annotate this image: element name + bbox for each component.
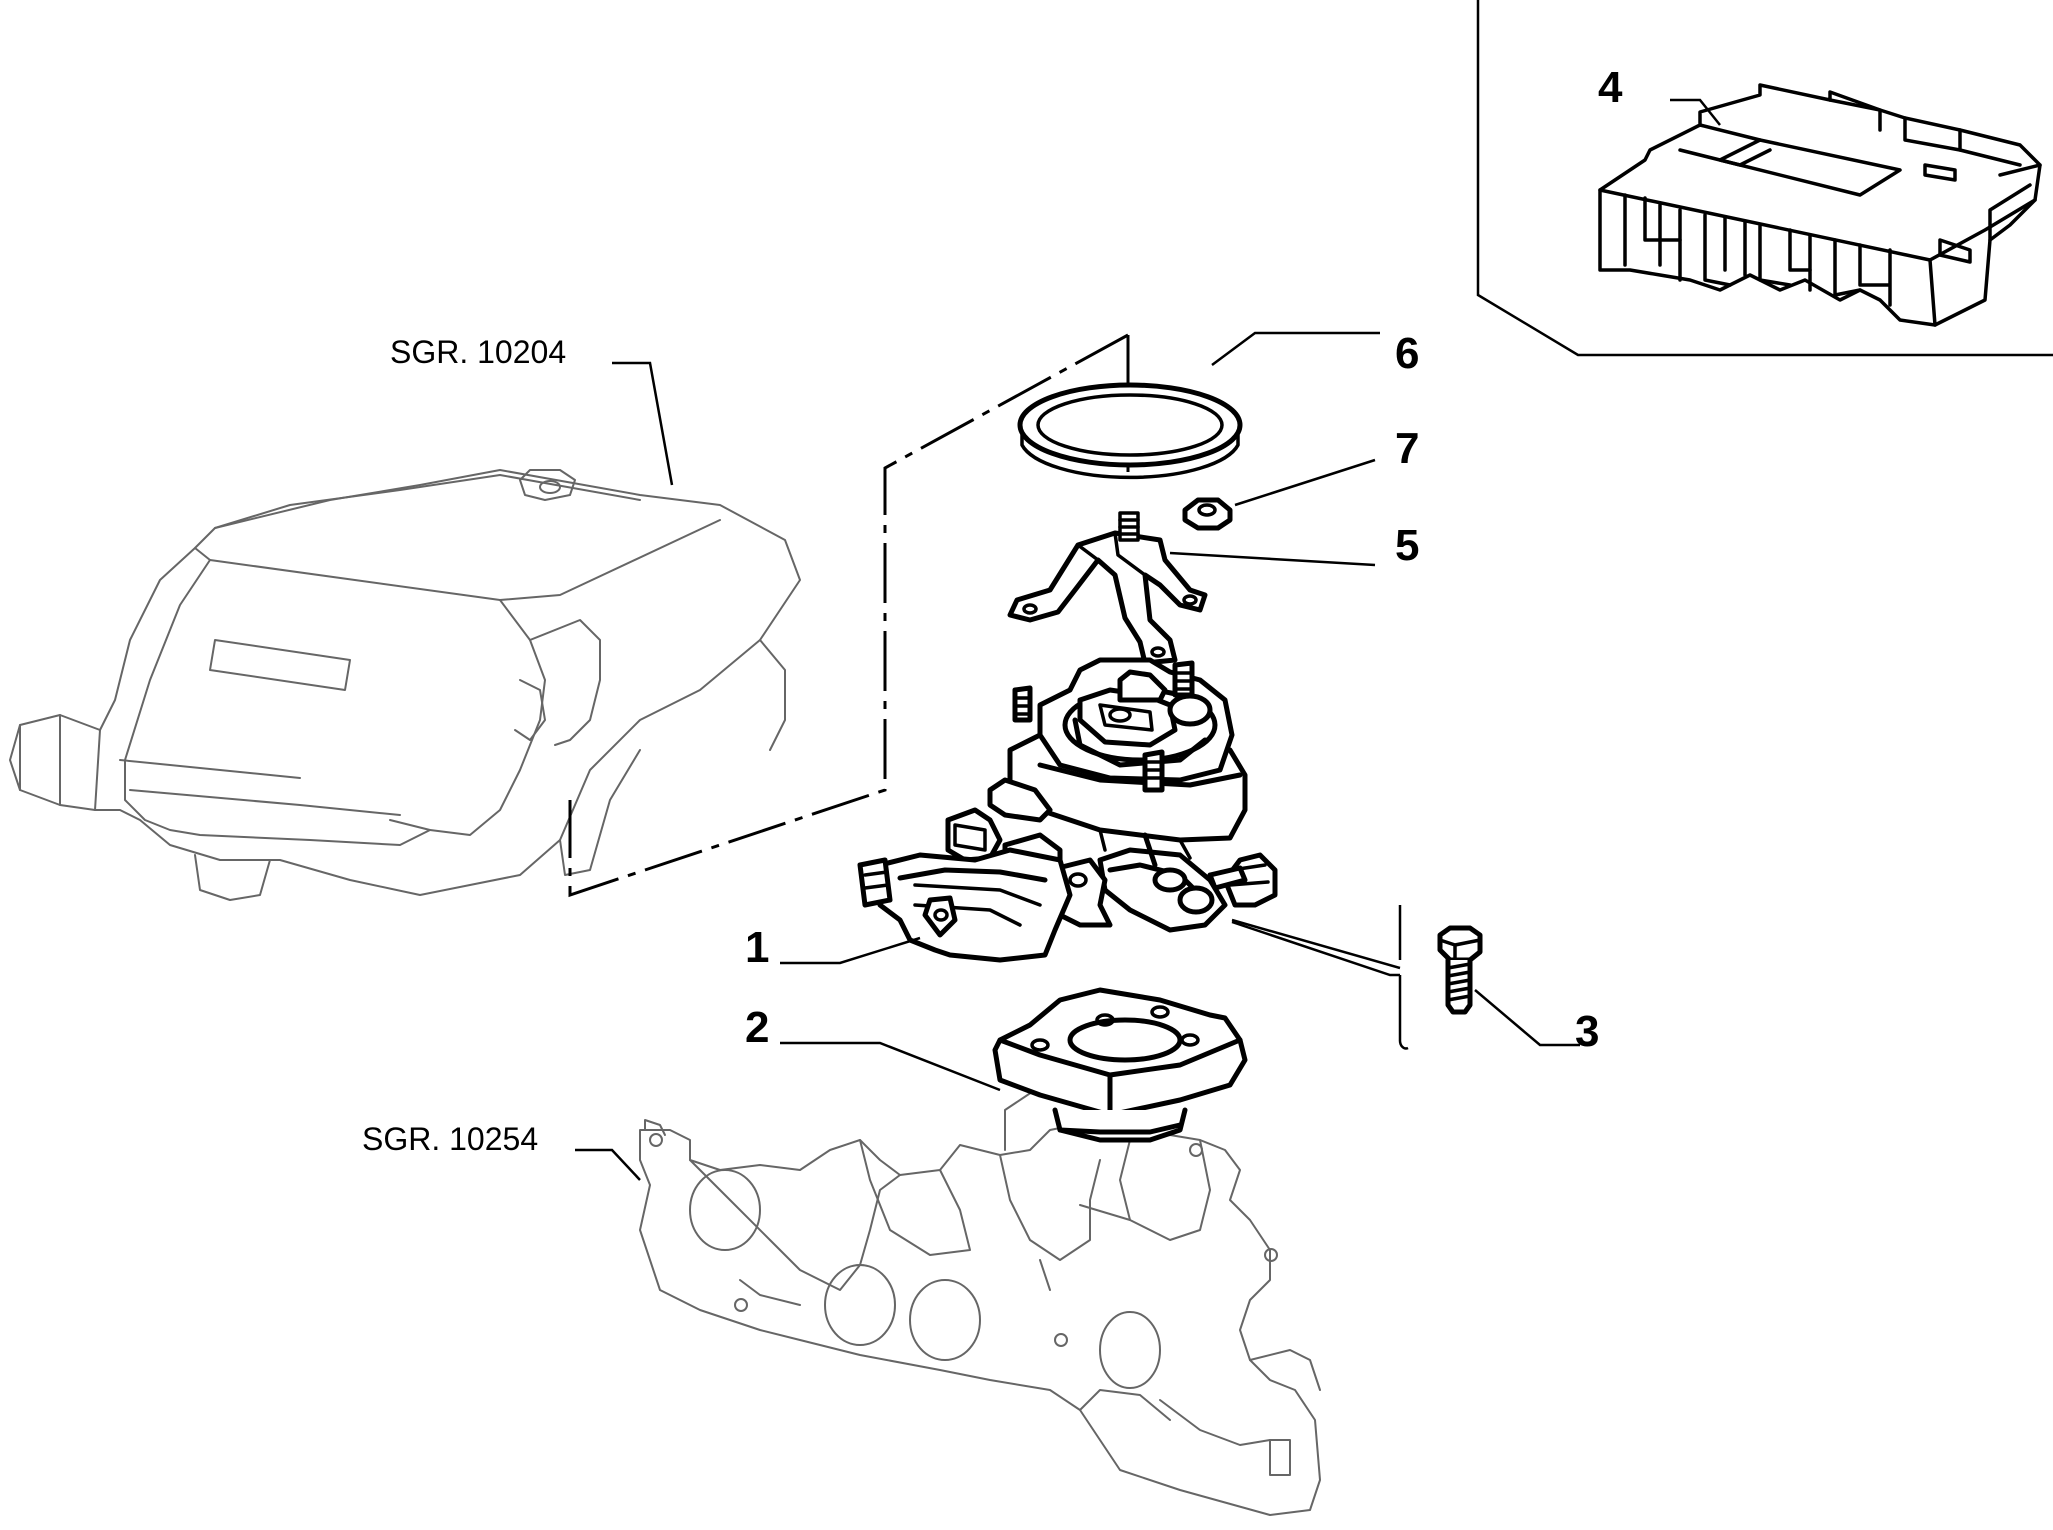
ref-label-intake-manifold: SGR. 10254: [362, 1121, 538, 1157]
callout-5: 5: [1395, 521, 1419, 570]
part-2-spacer-gasket: [992, 987, 1248, 1143]
callout-7: 7: [1395, 424, 1419, 473]
air-filter-housing: [9, 469, 801, 901]
part-6-seal-ring: [1017, 382, 1243, 480]
callout-2: 2: [745, 1003, 769, 1052]
inset-frame: [1476, 0, 2053, 357]
callout-3: 3: [1575, 1007, 1599, 1056]
callout-1: 1: [745, 923, 769, 972]
ref-label-air-filter: SGR. 10204: [390, 334, 566, 370]
part-5-bracket: [1007, 511, 1208, 666]
callout-6: 6: [1395, 329, 1419, 378]
callout-4: 4: [1598, 63, 1623, 112]
labels: SGR. 10204 SGR. 10254 1 2 3 4 5 6 7: [362, 63, 1623, 1157]
part-7-nut: [1182, 497, 1233, 531]
leader-lines: [575, 98, 1721, 1181]
intake-manifold: [639, 1089, 1321, 1516]
ecu-control-unit: [1598, 83, 2042, 327]
part-3-screw: [1437, 925, 1483, 1015]
part-1-throttle-body: [857, 657, 1278, 963]
